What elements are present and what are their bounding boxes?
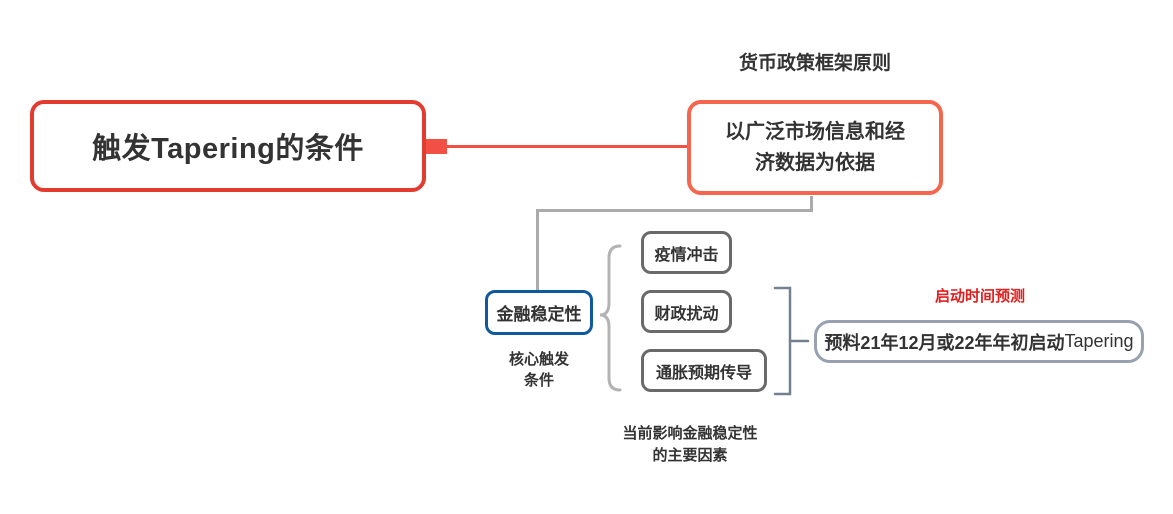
factor-node-label: 疫情冲击 <box>654 246 719 264</box>
factor-node-fiscal[interactable]: 财政扰动 <box>641 290 732 333</box>
factor-node-label: 财政扰动 <box>654 305 719 323</box>
stability-node-label: 金融稳定性 <box>496 305 582 324</box>
factor-node-inflation[interactable]: 通胀预期传导 <box>641 349 767 392</box>
stability-node[interactable]: 金融稳定性 <box>485 290 593 335</box>
factor-node-pandemic[interactable]: 疫情冲击 <box>641 231 732 274</box>
forecast-caption: 启动时间预测 <box>934 288 1025 305</box>
principle-caption: 货币政策框架原则 <box>738 53 891 74</box>
root-node-label: 触发Tapering的条件 <box>92 133 364 165</box>
principle-node[interactable]: 以广泛市场信息和经 济数据为依据 <box>687 100 943 195</box>
stability-caption-line2: 条件 <box>523 372 554 389</box>
forecast-node-label-cn: 预料21年12月或22年年初启动 <box>824 332 1065 353</box>
root-connector-square-icon <box>425 139 447 154</box>
factors-caption-line2: 的主要因素 <box>652 447 728 464</box>
stability-caption: 核心触发 条件 <box>465 349 613 391</box>
principle-node-line1: 以广泛市场信息和经 <box>725 120 905 143</box>
factors-caption: 当前影响金融稳定性 的主要因素 <box>590 423 790 467</box>
factor-node-label: 通胀预期传导 <box>655 364 752 382</box>
forecast-node-label-en: Tapering <box>1064 331 1134 351</box>
principle-node-line2: 济数据为依据 <box>755 151 875 174</box>
bracket-factors-forecast-icon <box>773 286 810 396</box>
stability-caption-line1: 核心触发 <box>508 351 569 368</box>
factors-caption-line1: 当前影响金融稳定性 <box>622 425 758 442</box>
root-node[interactable]: 触发Tapering的条件 <box>30 100 426 192</box>
